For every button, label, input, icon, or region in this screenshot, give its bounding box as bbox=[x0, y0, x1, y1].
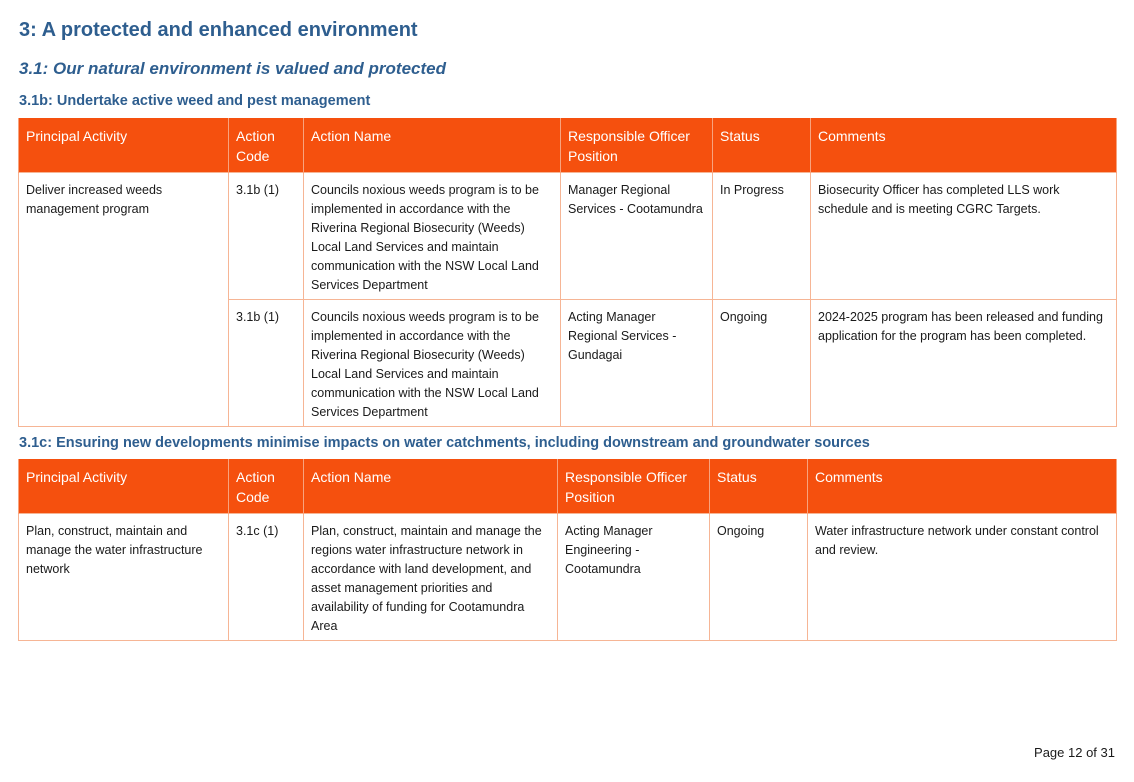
table-header-row: Principal Activity Action Code Action Na… bbox=[18, 459, 1117, 514]
column-header-principal-activity: Principal Activity bbox=[18, 459, 229, 514]
column-header-status: Status bbox=[709, 459, 808, 514]
action-name-cell: Councils noxious weeds program is to be … bbox=[303, 172, 561, 300]
column-header-responsible-officer: Responsible Officer Position bbox=[560, 118, 713, 173]
heading-level-2: 3.1: Our natural environment is valued a… bbox=[19, 59, 446, 78]
water-catchment-table: Principal Activity Action Code Action Na… bbox=[18, 459, 1117, 641]
table-row: Deliver increased weeds management progr… bbox=[18, 172, 1117, 427]
column-header-action-name: Action Name bbox=[303, 459, 558, 514]
section-heading-3-1c: 3.1c: Ensuring new developments minimise… bbox=[19, 435, 870, 451]
weed-pest-management-table: Principal Activity Action Code Action Na… bbox=[18, 118, 1117, 427]
responsible-officer-cell: Acting Manager Engineering - Cootamundra bbox=[557, 513, 710, 641]
section-heading-3-1b: 3.1b: Undertake active weed and pest man… bbox=[19, 93, 371, 109]
action-code-cell: 3.1b (1) bbox=[228, 299, 304, 427]
column-header-responsible-officer: Responsible Officer Position bbox=[557, 459, 710, 514]
responsible-officer-cell: Manager Regional Services - Cootamundra bbox=[560, 172, 713, 300]
table-header-row: Principal Activity Action Code Action Na… bbox=[18, 118, 1117, 173]
column-header-action-name: Action Name bbox=[303, 118, 561, 173]
table-row: 3.1b (1) Councils noxious weeds program … bbox=[19, 299, 1117, 427]
status-cell: In Progress bbox=[712, 172, 811, 300]
principal-activity-cell: Plan, construct, maintain and manage the… bbox=[18, 513, 229, 641]
status-cell: Ongoing bbox=[712, 299, 811, 427]
action-name-cell: Councils noxious weeds program is to be … bbox=[303, 299, 561, 427]
responsible-officer-cell: Acting Manager Regional Services - Gunda… bbox=[560, 299, 713, 427]
comments-cell: Biosecurity Officer has completed LLS wo… bbox=[810, 172, 1117, 300]
comments-cell: 2024-2025 program has been released and … bbox=[810, 299, 1117, 427]
column-header-status: Status bbox=[712, 118, 811, 173]
column-header-action-code: Action Code bbox=[228, 118, 304, 173]
column-header-principal-activity: Principal Activity bbox=[18, 118, 229, 173]
column-header-action-code: Action Code bbox=[228, 459, 304, 514]
table-row: Plan, construct, maintain and manage the… bbox=[18, 513, 1117, 641]
action-name-cell: Plan, construct, maintain and manage the… bbox=[303, 513, 558, 641]
comments-cell: Water infrastructure network under const… bbox=[807, 513, 1117, 641]
principal-activity-cell: Deliver increased weeds management progr… bbox=[18, 172, 229, 427]
action-code-cell: 3.1b (1) bbox=[228, 172, 304, 300]
heading-level-1: 3: A protected and enhanced environment bbox=[19, 19, 418, 41]
status-cell: Ongoing bbox=[709, 513, 808, 641]
action-code-cell: 3.1c (1) bbox=[228, 513, 304, 641]
column-header-comments: Comments bbox=[807, 459, 1117, 514]
page-number: Page 12 of 31 bbox=[1034, 745, 1115, 760]
column-header-comments: Comments bbox=[810, 118, 1117, 173]
